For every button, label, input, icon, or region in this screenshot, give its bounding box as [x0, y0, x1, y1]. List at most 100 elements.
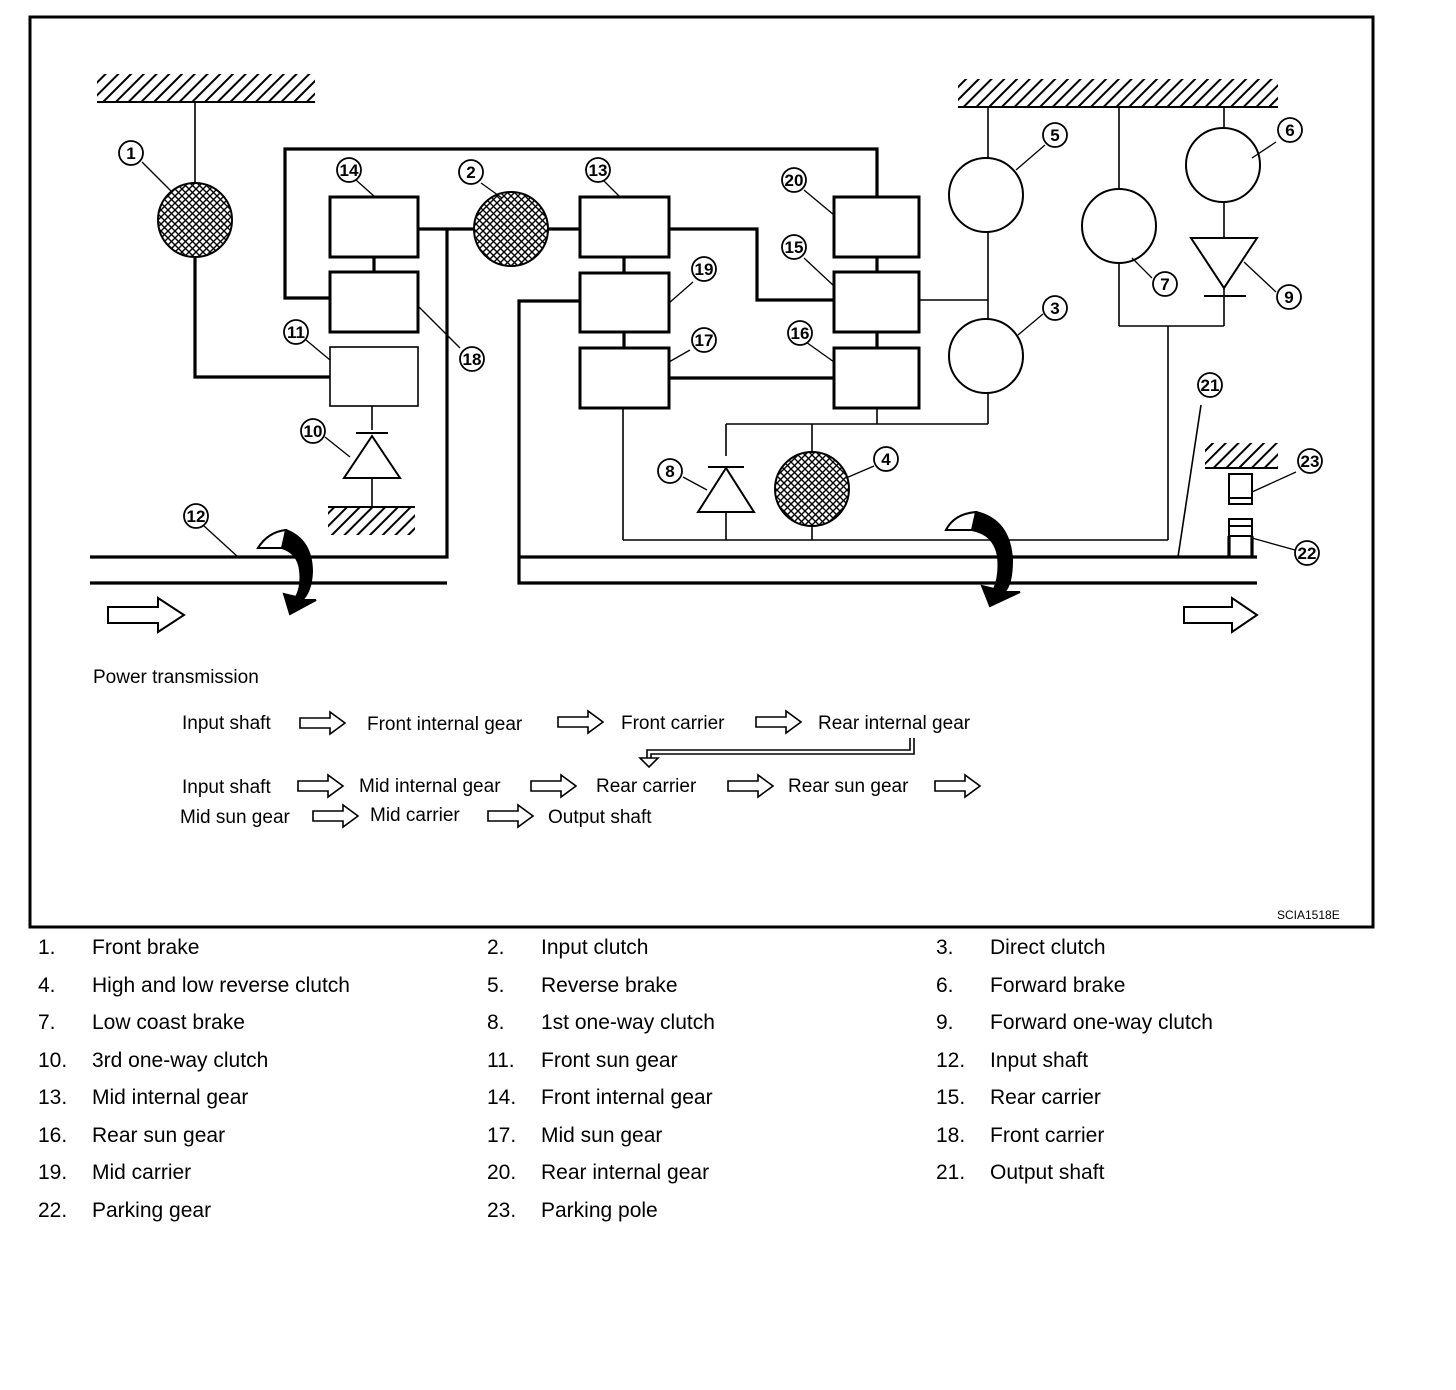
- front-carrier-box: [328, 270, 420, 334]
- callout-number: 8: [665, 462, 674, 481]
- callout-number: 22: [1298, 544, 1317, 563]
- input-clutch-symbol: [473, 191, 549, 267]
- mid-carrier-box: [578, 271, 671, 334]
- rear-carrier-box: [832, 270, 921, 334]
- callout-11: 11: [283, 319, 309, 345]
- housing-ground-parking: [1205, 443, 1278, 468]
- mid-sun-gear-box: [578, 346, 671, 410]
- legend-label: Input shaft: [990, 1048, 1089, 1072]
- legend-label: Rear carrier: [990, 1086, 1101, 1109]
- pt-row1-item-1: Input shaft: [182, 713, 271, 734]
- callout-14: 14: [336, 157, 362, 183]
- callout-7: 7: [1152, 271, 1178, 297]
- front-brake-symbol: [157, 182, 233, 258]
- pt-row2-item-2: Mid internal gear: [359, 776, 501, 797]
- callout-17: 17: [691, 327, 717, 353]
- callout-number: 16: [791, 324, 810, 343]
- high-low-reverse-clutch-symbol: [774, 451, 850, 527]
- legend-number: 13.: [38, 1086, 68, 1109]
- callout-number: 10: [304, 422, 323, 441]
- pt-wrap-arrowhead-icon: [638, 757, 660, 769]
- callout-22: 22: [1294, 540, 1320, 566]
- callout-number: 9: [1284, 288, 1293, 307]
- pt-flow-arrow-icon: [934, 773, 982, 799]
- legend-label: Direct clutch: [990, 936, 1106, 959]
- callout-9: 9: [1276, 284, 1302, 310]
- power-transmission-title: Power transmission: [93, 667, 259, 688]
- pt-row3-item-2: Mid carrier: [370, 805, 460, 826]
- forward-brake-symbol: [1185, 127, 1261, 203]
- legend-label: Front sun gear: [541, 1048, 678, 1072]
- legend-label: 3rd one-way clutch: [92, 1048, 269, 1072]
- callout-number: 19: [695, 260, 714, 279]
- legend-number: 15.: [936, 1086, 966, 1109]
- legend-number: 11.: [487, 1048, 515, 1072]
- callout-number: 12: [187, 507, 206, 526]
- legend-number: 16.: [38, 1123, 68, 1147]
- legend-label: Forward brake: [990, 973, 1126, 997]
- pt-wrap-connector: [646, 738, 911, 758]
- legend-number: 8.: [487, 1011, 505, 1034]
- rear-sun-gear-box: [832, 346, 921, 410]
- legend-number: 10.: [38, 1048, 68, 1072]
- legend-number: 19.: [38, 1161, 68, 1184]
- legend-label: Parking pole: [541, 1198, 658, 1222]
- legend-label: 1st one-way clutch: [541, 1011, 715, 1034]
- callout-number: 11: [287, 323, 305, 342]
- callout-number: 1: [126, 144, 135, 163]
- legend-label: Rear sun gear: [92, 1123, 226, 1147]
- callout-5: 5: [1042, 122, 1068, 148]
- legend-number: 5.: [487, 973, 505, 997]
- legend-number: 23.: [487, 1198, 517, 1222]
- front-internal-gear-box: [328, 195, 420, 259]
- legend-label: Front brake: [92, 936, 200, 959]
- legend-label: Rear internal gear: [541, 1161, 710, 1184]
- callout-3: 3: [1042, 295, 1068, 321]
- low-coast-brake-symbol: [1081, 188, 1157, 264]
- pt-row2-item-4: Rear sun gear: [788, 776, 909, 797]
- legend-label: Parking gear: [92, 1198, 212, 1222]
- callout-number: 18: [463, 350, 482, 369]
- legend-number: 1.: [38, 936, 56, 959]
- callout-15: 15: [781, 234, 807, 260]
- callout-number: 5: [1050, 126, 1059, 145]
- legend-label: Mid carrier: [92, 1161, 192, 1184]
- callout-number: 7: [1160, 275, 1169, 294]
- pt-row1-item-3: Front carrier: [621, 713, 725, 734]
- callout-1: 1: [118, 140, 144, 166]
- legend-number: 14.: [487, 1086, 517, 1109]
- pt-flow-arrow-icon: [299, 710, 347, 736]
- callout-number: 17: [695, 331, 714, 350]
- legend-number: 7.: [38, 1011, 56, 1034]
- pt-flow-arrow-icon: [530, 773, 578, 799]
- legend-label: High and low reverse clutch: [92, 973, 350, 997]
- pt-row1-item-4: Rear internal gear: [818, 713, 971, 734]
- callout-number: 4: [881, 450, 891, 469]
- reverse-brake-symbol: [948, 157, 1024, 233]
- pt-flow-arrow-icon: [727, 773, 775, 799]
- legend-number: 20.: [487, 1161, 517, 1184]
- legend-number: 22.: [38, 1198, 68, 1222]
- pt-flow-arrow-icon: [297, 773, 345, 799]
- first-one-way-clutch-symbol: [696, 466, 756, 513]
- housing-ground-left: [97, 74, 315, 102]
- parking-gear-symbol: [1228, 518, 1253, 537]
- callout-number: 2: [466, 163, 475, 182]
- legend-label: Front internal gear: [541, 1086, 713, 1109]
- housing-ground-right: [958, 79, 1278, 107]
- callout-23: 23: [1297, 448, 1323, 474]
- legend-number: 3.: [936, 936, 954, 959]
- callout-2: 2: [458, 159, 484, 185]
- callout-10: 10: [300, 418, 326, 444]
- pt-row2-item-1: Input shaft: [182, 777, 271, 798]
- front-sun-gear-box: [329, 346, 419, 407]
- output-flow-arrow-icon: [1183, 596, 1259, 634]
- pt-row3-item-3: Output shaft: [548, 807, 652, 828]
- pt-flow-arrow-icon: [755, 709, 803, 735]
- forward-one-way-clutch-symbol: [1189, 237, 1259, 290]
- legend-label: Front carrier: [990, 1123, 1105, 1147]
- figure-code: SCIA1518E: [1277, 908, 1340, 922]
- legend-label: Input clutch: [541, 936, 649, 959]
- legend-label: Reverse brake: [541, 973, 678, 997]
